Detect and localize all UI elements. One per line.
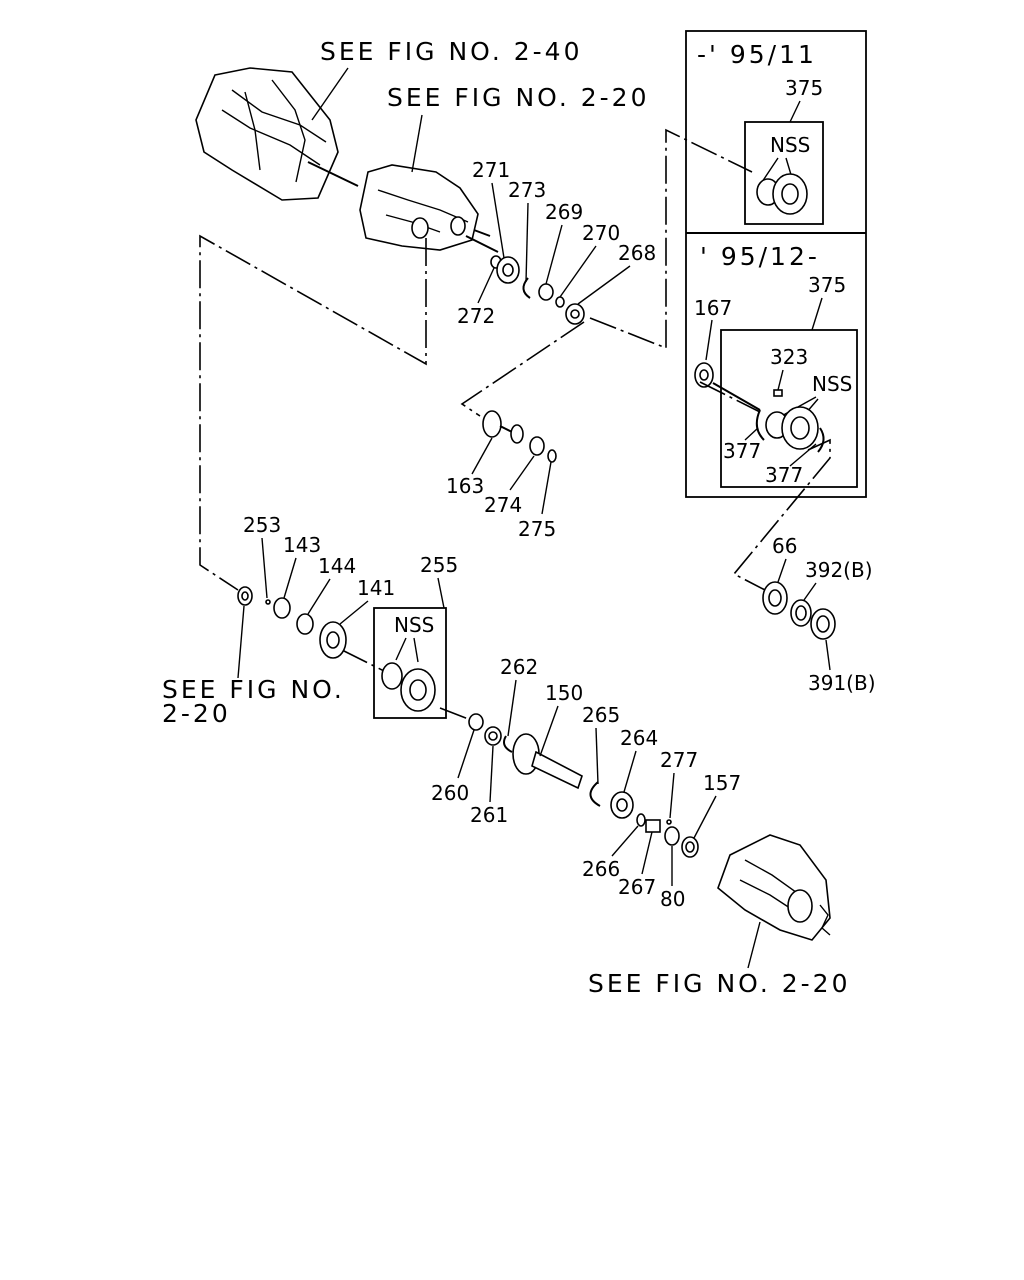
- part-80: 80: [660, 887, 685, 911]
- see-fig-2-20-top-label: SEE FIG NO. 2-20: [387, 83, 649, 112]
- part-264: 264: [620, 726, 658, 750]
- synchro-gear-late: [765, 406, 819, 450]
- main-shaft-parts: [468, 713, 699, 858]
- synchro-gear-middle: [381, 662, 436, 712]
- period-early-label: -' 95/11: [697, 40, 817, 69]
- part-141: 141: [357, 576, 395, 600]
- part-80-shape: [664, 826, 680, 846]
- connection-lines: [199, 128, 831, 723]
- snap-ring-377b: [817, 427, 825, 453]
- part-253-ball-shape: [265, 599, 271, 605]
- counter-shaft-parts: [237, 586, 347, 659]
- part-377b: 377: [765, 463, 803, 487]
- part-274: 274: [484, 493, 522, 517]
- part-150: 150: [545, 681, 583, 705]
- rear-housing-sketch: [717, 834, 831, 969]
- part-143-shape: [273, 597, 291, 619]
- part-375-early: 375: [785, 76, 823, 100]
- transmission-housing-sketch: [195, 67, 359, 201]
- part-266-shape: [636, 813, 646, 827]
- part-275: 275: [518, 517, 556, 541]
- upper-shaft-parts: [490, 255, 585, 325]
- part-157: 157: [703, 771, 741, 795]
- nss-box-early: [744, 121, 824, 225]
- part-269-shape: [538, 283, 554, 301]
- see-fig-2-20-bottom-label: SEE FIG NO. 2-20: [588, 969, 850, 998]
- part-253: 253: [243, 513, 281, 537]
- part-150-shaft-shape: [531, 750, 583, 790]
- part-270-shape: [555, 296, 565, 308]
- part-275-shape: [547, 449, 557, 463]
- part-273-shape: [522, 277, 531, 299]
- part-163: 163: [446, 474, 484, 498]
- part-375-late: 375: [808, 273, 846, 297]
- leader-375-late: [811, 297, 823, 331]
- part-391: 391(B): [808, 671, 876, 695]
- part-323: 323: [770, 345, 808, 369]
- part-392: 392(B): [805, 558, 873, 582]
- part-270: 270: [582, 221, 620, 245]
- part-268: 268: [618, 241, 656, 265]
- part-273: 273: [508, 178, 546, 202]
- part-269: 269: [545, 200, 583, 224]
- part-144-shape: [296, 613, 314, 635]
- part-262: 262: [500, 655, 538, 679]
- synchro-gear-early: [756, 173, 808, 215]
- part-267: 267: [618, 875, 656, 899]
- part-261: 261: [470, 803, 508, 827]
- part-377a: 377: [723, 439, 761, 463]
- extension-housing-sketch: [359, 114, 499, 253]
- period-late-label: ' 95/12-: [700, 242, 820, 271]
- nss-late-label: NSS: [812, 372, 852, 396]
- part-323-shape: [773, 389, 783, 397]
- part-260-shape: [468, 713, 484, 731]
- part-255: 255: [420, 553, 458, 577]
- part-277: 277: [660, 748, 698, 772]
- nss-middle-label: NSS: [394, 613, 434, 637]
- nss-box-late: [720, 329, 858, 488]
- part-163-gear2: [510, 424, 524, 444]
- see-fig-2-20-left-label-line1: SEE FIG NO.: [162, 675, 345, 704]
- nss-box-middle: [373, 607, 447, 719]
- part-66: 66: [772, 534, 797, 558]
- part-262-shape: [503, 735, 513, 753]
- part-265: 265: [582, 703, 620, 727]
- see-fig-2-20-left-label-line2: 2-20: [162, 699, 231, 728]
- reverse-idler-parts: [482, 410, 557, 463]
- part-274-shape: [529, 436, 545, 456]
- part-272: 272: [457, 304, 495, 328]
- part-260: 260: [431, 781, 469, 805]
- part-266: 266: [582, 857, 620, 881]
- see-fig-2-40-label: SEE FIG NO. 2-40: [320, 37, 582, 66]
- part-167-shape: [694, 362, 714, 388]
- nss-early-label: NSS: [770, 133, 810, 157]
- part-277-shape: [666, 819, 672, 825]
- part-143: 143: [283, 533, 321, 557]
- period-box-group: -' 95/11 375 NSS ' 95/12- 375 NSS 323 37…: [685, 30, 867, 498]
- part-144: 144: [318, 554, 356, 578]
- leader-375-early: [789, 100, 801, 123]
- part-163-gear1: [482, 410, 502, 438]
- period-outer-frame: [685, 30, 867, 498]
- output-bearing-parts: [762, 581, 836, 640]
- snap-ring-377a: [755, 409, 765, 441]
- part-271: 271: [472, 158, 510, 182]
- part-267-shape: [645, 819, 661, 833]
- part-167: 167: [694, 296, 732, 320]
- part-265-shape: [589, 781, 601, 807]
